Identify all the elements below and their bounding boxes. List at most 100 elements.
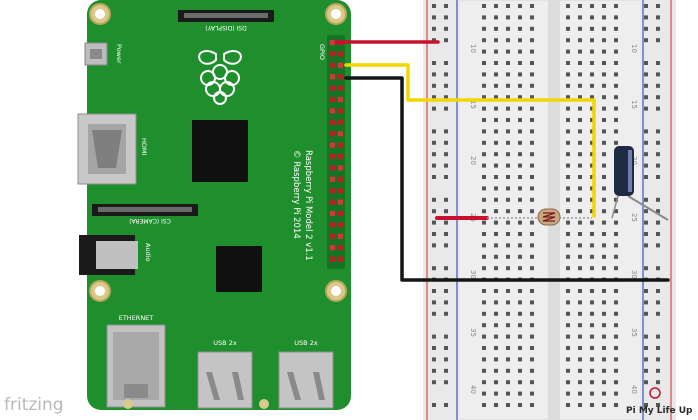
gpio-pin <box>330 62 335 68</box>
breadboard-hole <box>494 232 498 236</box>
breadboard-hole <box>656 232 660 236</box>
breadboard-hole <box>482 129 486 134</box>
breadboard-hole <box>614 106 618 111</box>
breadboard-hole <box>432 175 436 179</box>
breadboard-hole <box>530 95 534 100</box>
mounting-hole <box>331 9 341 19</box>
breadboard-hole <box>566 129 570 134</box>
breadboard-hole <box>432 357 436 362</box>
gpio-pin <box>338 119 343 125</box>
breadboard-hole <box>614 254 618 259</box>
breadboard-hole <box>578 106 582 111</box>
breadboard-hole <box>566 15 570 20</box>
breadboard-hole <box>602 323 606 328</box>
breadboard-hole <box>518 72 522 77</box>
breadboard-hole <box>602 129 606 134</box>
breadboard-hole <box>518 83 522 88</box>
breadboard-hole <box>644 140 648 145</box>
gpio-pin <box>330 74 335 80</box>
breadboard-hole <box>494 391 498 396</box>
breadboard-hole <box>590 254 594 259</box>
breadboard-hole <box>656 175 660 179</box>
breadboard-hole <box>506 391 510 396</box>
breadboard-hole <box>614 197 618 202</box>
yellow-wire <box>344 63 596 218</box>
breadboard-hole <box>506 61 510 65</box>
breadboard-hole <box>566 232 570 236</box>
breadboard-hole <box>518 289 522 293</box>
breadboard-hole <box>566 152 570 157</box>
breadboard-hole <box>566 106 570 111</box>
mounting-hole <box>95 9 105 19</box>
breadboard-hole <box>482 243 486 248</box>
breadboard-hole <box>444 152 448 157</box>
gpio-pin <box>338 74 343 80</box>
breadboard-hole <box>506 38 510 43</box>
breadboard-hole <box>482 4 486 8</box>
breadboard-hole <box>518 300 522 305</box>
breadboard-hole <box>444 220 448 225</box>
pimylifeup-icon <box>649 387 661 399</box>
breadboard-hole <box>644 175 648 179</box>
breadboard-hole <box>590 15 594 20</box>
breadboard-hole <box>590 129 594 134</box>
gpio-pin <box>330 119 335 125</box>
breadboard-hole <box>518 152 522 157</box>
breadboard-hole <box>602 106 606 111</box>
breadboard-hole <box>614 140 618 145</box>
gpio-pin <box>330 131 335 137</box>
breadboard-hole <box>578 140 582 145</box>
breadboard-hole <box>482 15 486 20</box>
csi-label: CSI (CAMERA) <box>129 217 171 224</box>
breadboard-hole <box>518 254 522 259</box>
breadboard-hole <box>578 380 582 385</box>
gpio-pin <box>338 256 343 262</box>
soc-chip <box>192 120 248 182</box>
breadboard-hole <box>506 254 510 259</box>
breadboard-hole <box>494 289 498 293</box>
pcb <box>87 0 351 410</box>
breadboard-hole <box>644 346 648 350</box>
breadboard-hole <box>566 300 570 305</box>
breadboard-hole <box>506 129 510 134</box>
breadboard-hole <box>444 83 448 88</box>
capacitor-lead <box>611 195 619 219</box>
gpio-pin <box>338 154 343 159</box>
breadboard-hole <box>644 15 648 20</box>
breadboard-hole <box>444 289 448 293</box>
breadboard-hole <box>656 152 660 157</box>
breadboard-hole <box>614 380 618 385</box>
breadboard-hole <box>644 106 648 111</box>
breadboard-hole <box>566 4 570 8</box>
breadboard-hole <box>656 289 660 293</box>
breadboard-hole <box>432 140 436 145</box>
breadboard-hole <box>530 368 534 373</box>
breadboard-hole <box>482 95 486 100</box>
breadboard-hole <box>602 38 606 43</box>
breadboard-hole <box>656 220 660 225</box>
breadboard-hole <box>518 129 522 134</box>
breadboard-hole <box>566 209 570 214</box>
breadboard-hole <box>566 49 570 54</box>
breadboard-hole <box>578 311 582 316</box>
breadboard-hole <box>494 368 498 373</box>
breadboard-hole <box>602 232 606 236</box>
raspberry-pi-logo <box>198 50 242 105</box>
usb2-label: USB 2x <box>294 339 318 347</box>
breadboard-hole <box>566 311 570 316</box>
row-number-right: 40 <box>630 385 638 394</box>
breadboard-hole <box>482 38 486 43</box>
breadboard-hole <box>602 186 606 191</box>
breadboard-hole <box>530 140 534 145</box>
gpio-header <box>327 35 345 269</box>
breadboard-hole <box>518 106 522 111</box>
breadboard-hole <box>482 289 486 293</box>
power-port-inner <box>90 49 102 59</box>
breadboard-hole <box>530 49 534 54</box>
breadboard-hole <box>590 49 594 54</box>
row-number-left: 10 <box>469 44 477 53</box>
breadboard-hole <box>506 311 510 316</box>
breadboard-hole <box>566 83 570 88</box>
breadboard-hole <box>482 26 486 31</box>
breadboard-hole <box>530 163 534 168</box>
